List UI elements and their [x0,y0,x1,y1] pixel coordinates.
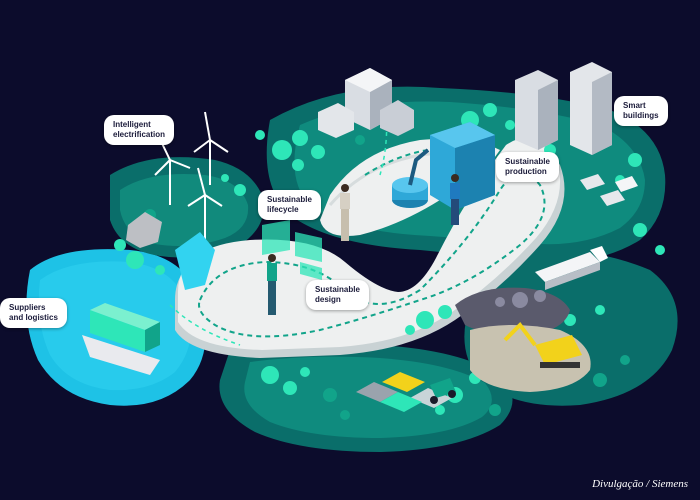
truck [535,246,608,290]
quarry [126,212,591,392]
excavator [503,321,582,368]
label-sustainable-production: Sustainable production [496,152,559,182]
label-intelligent-electrification: Intelligent electrification [104,115,175,145]
fields [356,372,456,412]
cargo-ship [82,303,160,375]
label-sustainable-lifecycle: Sustainable lifecycle [258,190,321,220]
wind-turbines [154,111,229,240]
cars [580,174,638,206]
label-smart-buildings: Smart buildings [614,96,668,126]
label-suppliers-logistics: Suppliers and logistics [0,298,67,328]
production-machine [392,122,495,210]
hologram-panels [262,220,322,280]
photo-credit: Divulgação / Siemens [592,478,688,490]
waterfall [175,232,215,290]
label-sustainable-design: Sustainable design [306,280,369,310]
buildings [318,62,612,155]
people [267,174,460,315]
infinity-dashed-path [198,172,546,338]
